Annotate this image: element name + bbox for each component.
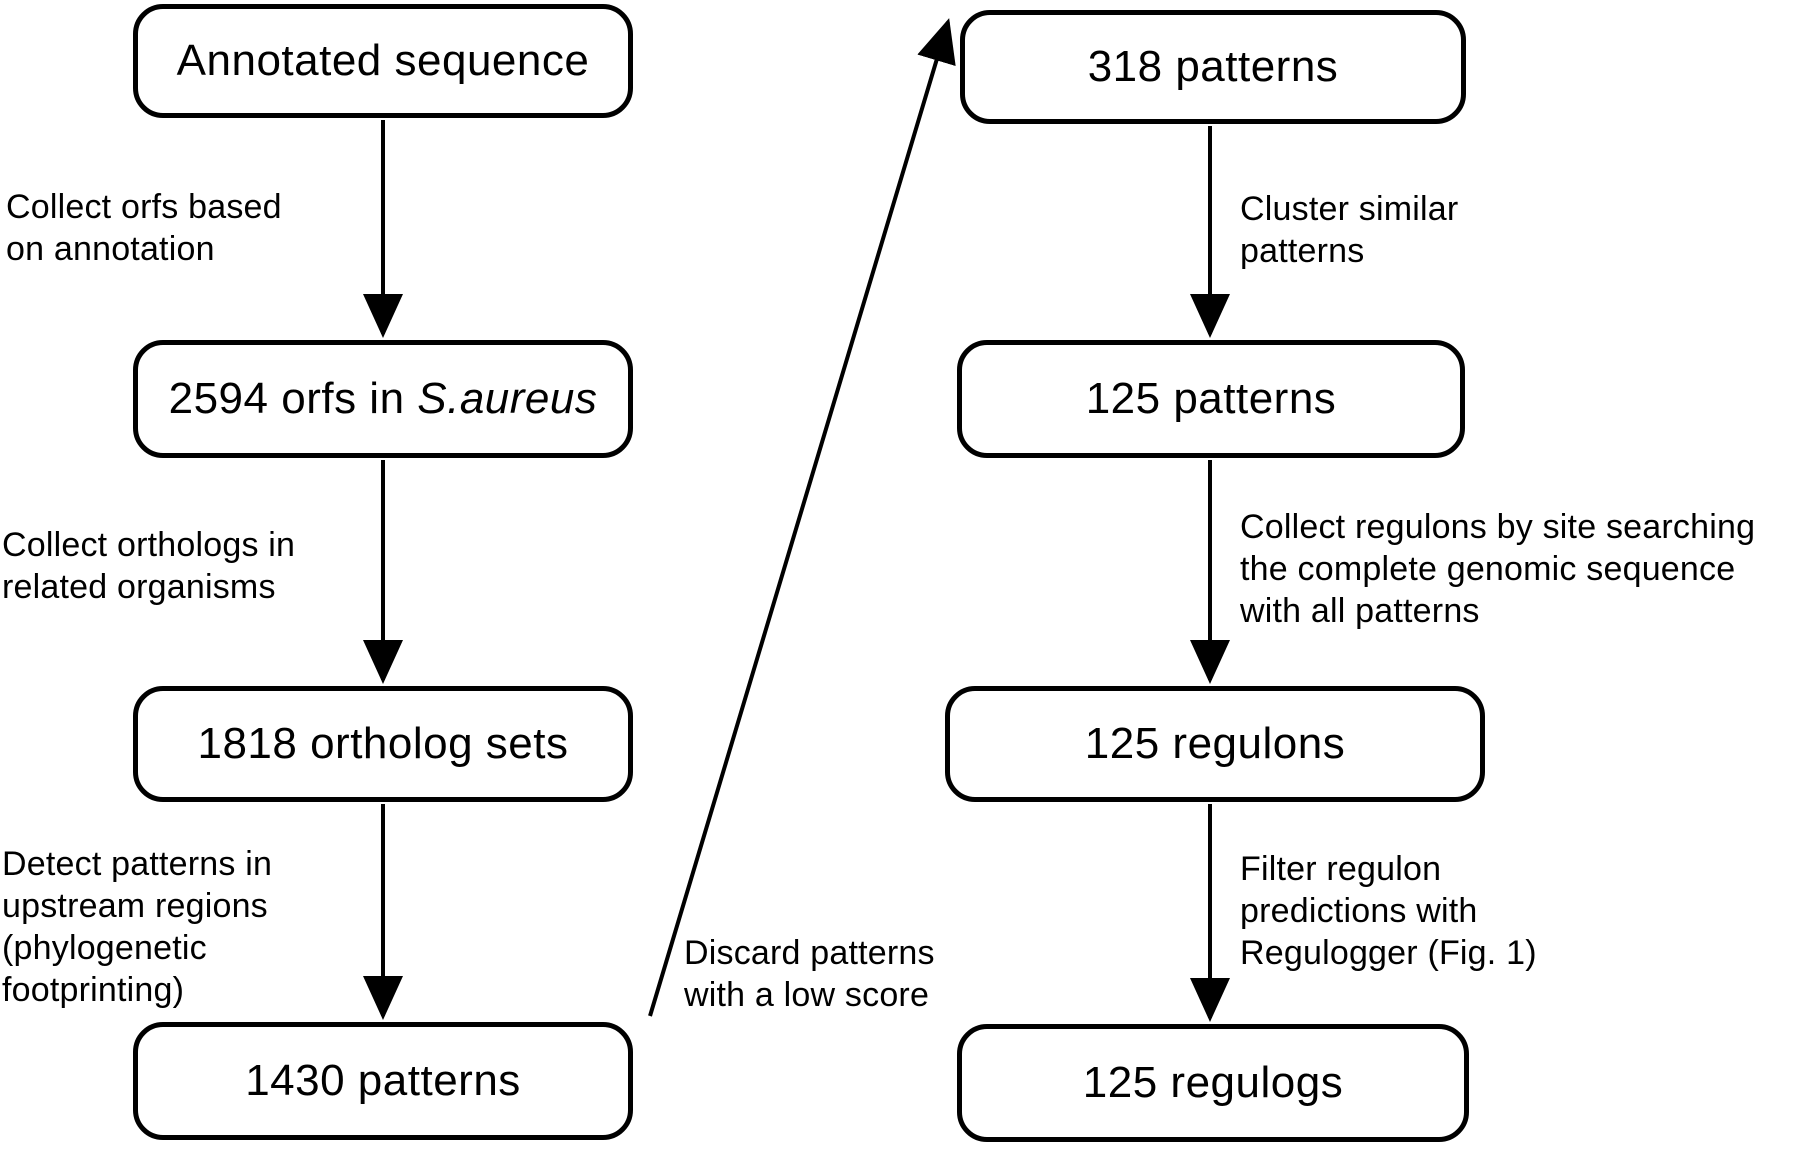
node-125-regulons: 125 regulons <box>945 686 1485 802</box>
orfs-count-text: 2594 orfs in <box>168 374 418 423</box>
species-name-italic: S.aureus <box>417 374 598 423</box>
edge-label-collect-orthologs: Collect orthologs in related organisms <box>2 526 296 607</box>
node-label: Annotated sequence <box>176 36 590 85</box>
edge-label-collect-orfs: Collect orfs based on annotation <box>6 188 282 269</box>
node-label: 125 regulons <box>1084 719 1346 768</box>
node-1430-patterns: 1430 patterns <box>133 1022 633 1140</box>
node-1818-ortholog-sets: 1818 ortholog sets <box>133 686 633 802</box>
edge-label-detect-patterns: Detect patterns in upstream regions (phy… <box>2 845 273 1010</box>
edge-label-cluster-patterns: Cluster similar patterns <box>1240 190 1459 271</box>
edge-label-filter-regulons: Filter regulon predictions with Regulogg… <box>1240 850 1537 973</box>
node-125-patterns: 125 patterns <box>957 340 1465 458</box>
node-label: 318 patterns <box>1087 42 1339 91</box>
node-annotated-sequence: Annotated sequence <box>133 4 633 118</box>
edge-label-collect-regulons: Collect regulons by site searching the c… <box>1240 508 1756 631</box>
node-318-patterns: 318 patterns <box>960 10 1466 124</box>
node-label: 125 regulogs <box>1082 1058 1344 1107</box>
node-label: 125 patterns <box>1085 374 1337 423</box>
node-label: 1818 ortholog sets <box>197 719 569 768</box>
node-label: 2594 orfs in S.aureus <box>169 377 598 421</box>
node-2594-orfs: 2594 orfs in S.aureus <box>133 340 633 458</box>
node-125-regulogs: 125 regulogs <box>957 1024 1469 1142</box>
edge-label-discard-patterns: Discard patterns with a low score <box>684 934 935 1015</box>
node-label: 1430 patterns <box>245 1056 521 1105</box>
arrow-1430-patterns-to-318-patterns <box>648 18 956 1017</box>
